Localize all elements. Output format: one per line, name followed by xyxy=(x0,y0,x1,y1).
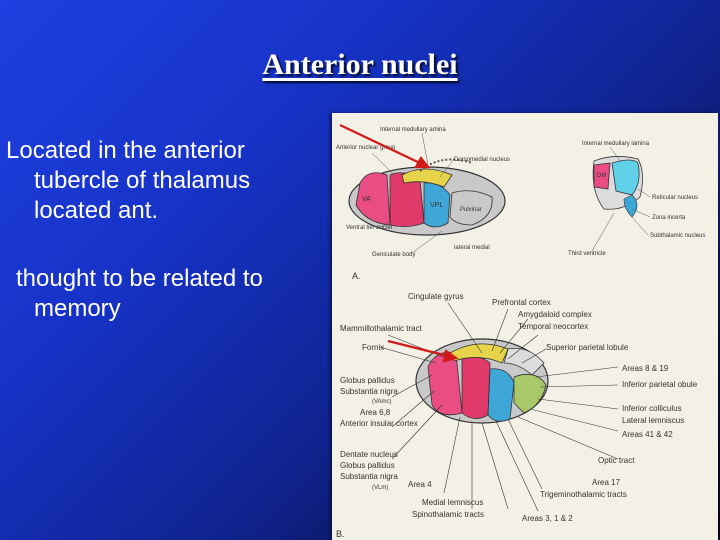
red-arrowhead-panel-b xyxy=(442,349,459,363)
panel-a-leader-lines xyxy=(371,132,651,254)
label-areas-3-1-2: Areas 3, 1 & 2 xyxy=(522,514,573,523)
label-prefrontal-cortex: Prefrontal cortex xyxy=(492,298,551,307)
label-lateral-lemniscus: Lateral lemniscus xyxy=(622,416,684,425)
pulvinar-region xyxy=(449,190,493,226)
label-fornix: Fornix xyxy=(362,343,384,352)
label-superior-parietal-lobule: Superior parietal lobule xyxy=(546,343,629,352)
label-areas-41-42: Areas 41 & 42 xyxy=(622,430,673,439)
label-area-17: Area 17 xyxy=(592,478,621,487)
label-spinothalamic-tracts: Spinothalamic tracts xyxy=(412,510,484,519)
label-inferior-parietal-lobule: Inferior parietal obule xyxy=(622,380,698,389)
label-reticular-nucleus: Reticular nucleus xyxy=(652,195,698,201)
label-areas-8-19: Areas 8 & 19 xyxy=(622,364,669,373)
label-dentate-nucleus: Dentate nucleus xyxy=(340,450,398,459)
label-inferior-colliculus: Inferior colliculus xyxy=(622,404,682,413)
green-nucleus-b xyxy=(513,373,547,414)
red-nucleus-b xyxy=(461,356,491,419)
label-mammillothalamic: Mammillothalamic tract xyxy=(340,324,423,333)
red-highlight-arrows xyxy=(339,124,459,363)
label-ventral-tier-nuclei: Ventral tier nuclei xyxy=(346,225,392,231)
panel-b-thalamus xyxy=(415,338,549,424)
coronal-pink-region xyxy=(593,162,611,190)
red-arrowhead-panel-a xyxy=(414,156,431,169)
label-optic-tract: Optic tract xyxy=(598,456,635,465)
label-substantia-nigra-1: Substantia nigra xyxy=(340,387,398,396)
red-arrow-panel-b xyxy=(387,339,453,359)
label-cingulate-gyrus: Cingulate gyrus xyxy=(408,292,464,301)
yellow-nucleus-b xyxy=(449,343,509,364)
label-subthalamic-nucleus: Subthalamic nucleus xyxy=(650,233,705,239)
label-temporal-neocortex: Temporal neocortex xyxy=(518,322,588,331)
bullet-item-function: thought to be related to memory xyxy=(16,265,263,322)
label-vamc: (VAmc) xyxy=(372,399,392,405)
label-third-ventricle: Third ventricle xyxy=(568,251,606,257)
slide-title: Anterior nuclei xyxy=(262,48,458,81)
panel-b-projection-lines xyxy=(379,302,619,512)
label-internal-medullary-lamina: Internal medullary lamina xyxy=(582,141,650,147)
blue-nucleus-b xyxy=(487,368,515,422)
panel-a-coronal-section: DM xyxy=(592,156,643,218)
bullet-item-location: Located in the anterior tubercle of thal… xyxy=(6,137,251,224)
pulvinar-label: Pulvinar xyxy=(460,207,482,213)
label-lateral-medial: lateral medial xyxy=(454,245,490,251)
anterior-nucleus-region xyxy=(401,168,453,188)
label-dorsomedial-nucleus: Dorsomedial nucleus xyxy=(454,157,510,163)
label-internal-medullary-amina: Internal medullary amina xyxy=(380,127,446,133)
label-globus-pallidus-2: Globus pallidus xyxy=(340,461,395,470)
label-area-4: Area 4 xyxy=(408,480,432,489)
label-vlm: (VLm) xyxy=(372,485,388,491)
label-trigeminothalamic-tracts: Trigeminothalamic tracts xyxy=(540,490,627,499)
label-substantia-nigra-2: Substantia nigra xyxy=(340,472,398,481)
thalamus-diagram: VA VPL Pulvinar DM Internal medullary am… xyxy=(332,113,718,540)
coronal-blue-region xyxy=(623,194,638,218)
bullet-list: Located in the anterior tubercle of thal… xyxy=(6,136,321,362)
panel-b-letter: B. xyxy=(336,529,345,539)
red-arrow-panel-a xyxy=(339,124,425,166)
panel-a-thalamus: VA VPL Pulvinar xyxy=(348,158,506,236)
label-area-6-8: Area 6,8 xyxy=(360,408,391,417)
thalamus-diagram-svg: VA VPL Pulvinar DM Internal medullary am… xyxy=(336,124,705,539)
panel-a-letter: A. xyxy=(352,271,361,281)
label-zona-incerta: Zona incerta xyxy=(652,215,686,221)
va-label: VA xyxy=(362,196,371,203)
label-medial-lemniscus: Medial lemniscus xyxy=(422,498,483,507)
coronal-cyan-region xyxy=(611,159,640,196)
label-anterior-nuclear-group: Anterior nuclear group xyxy=(336,145,396,151)
label-globus-pallidus-1: Globus pallidus xyxy=(340,376,395,385)
label-amygdaloid-complex: Amygdaloid complex xyxy=(518,310,592,319)
medullary-lamina-line xyxy=(419,158,473,172)
dm-label: DM xyxy=(597,173,606,179)
label-geniculate-body: Geniculate body xyxy=(372,252,415,258)
vpl-label: VPL xyxy=(430,202,443,209)
label-anterior-insular-cortex: Anterior insular cortex xyxy=(340,419,418,428)
